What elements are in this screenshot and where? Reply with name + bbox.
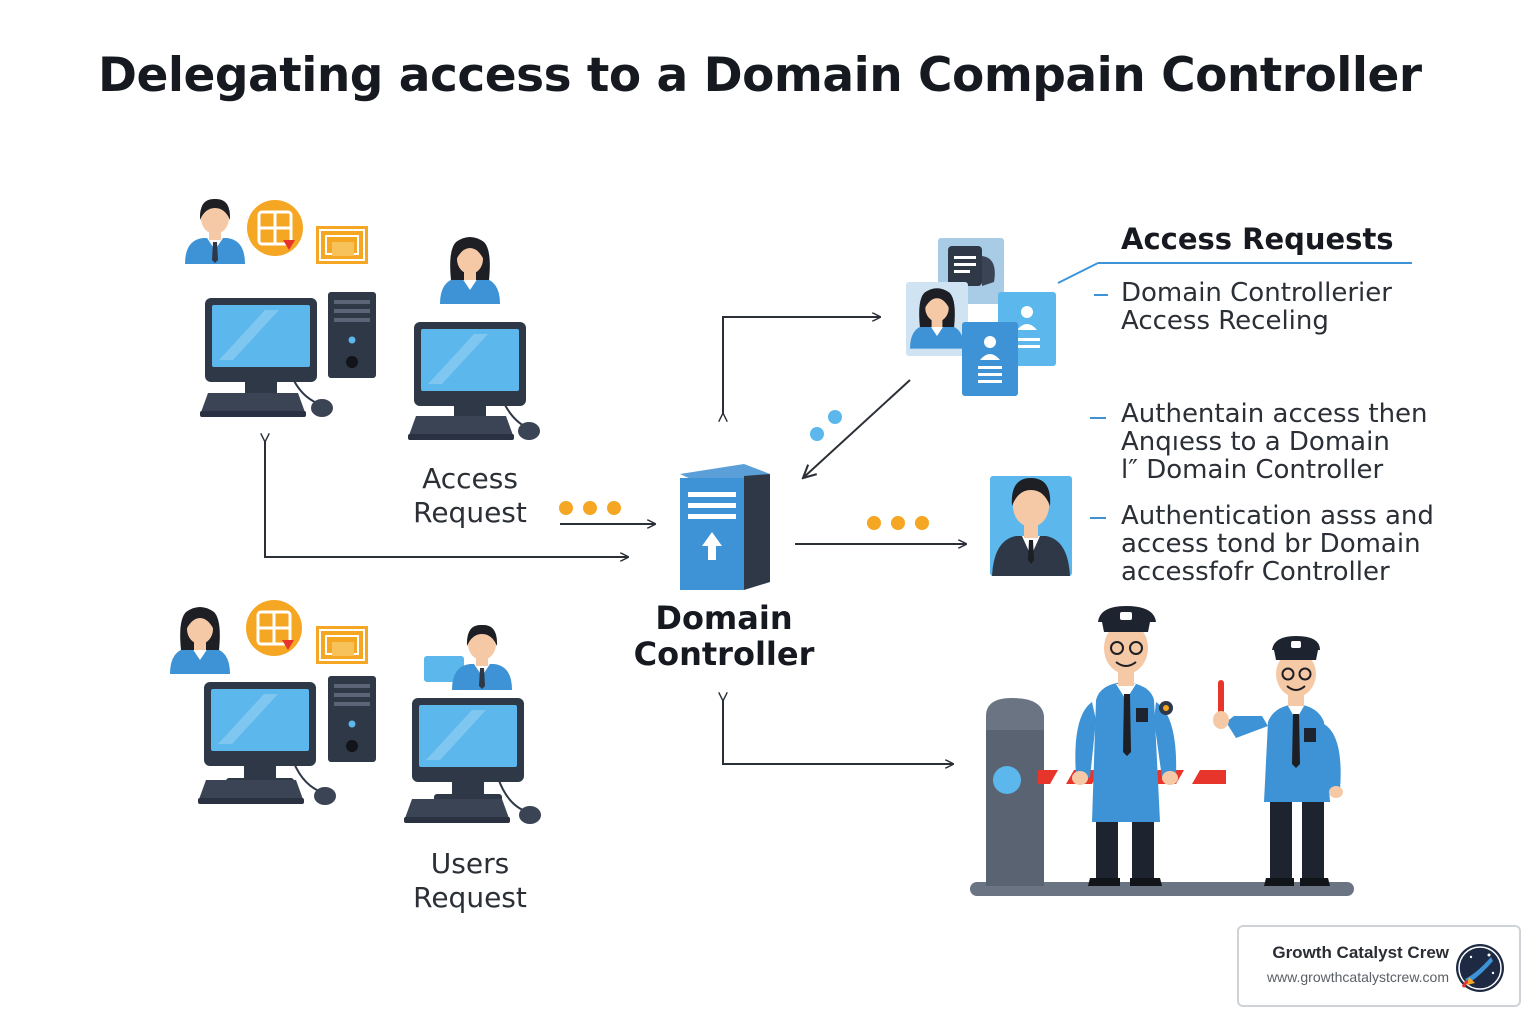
- computer-icon: [205, 298, 317, 402]
- window-icon: [244, 598, 304, 658]
- panel-item-line: access tond br Domain: [1121, 529, 1421, 559]
- mouse-icon: [311, 399, 333, 417]
- users-request-label: Users Request: [390, 847, 550, 915]
- folder-icon: [315, 225, 369, 265]
- domain-controller-label: Domain Controller: [616, 600, 832, 672]
- folder-icon: [315, 625, 369, 665]
- panel-lines: [1057, 262, 1412, 519]
- person-icon: [170, 607, 230, 674]
- arrow-icon: [803, 379, 911, 478]
- panel-item-line: Authentication asss and: [1121, 501, 1434, 531]
- domain-controller-server-icon: [680, 464, 770, 590]
- mouse-icon: [518, 422, 540, 440]
- panel-title: Access Requests: [1121, 222, 1394, 256]
- arrow-icon: [723, 317, 880, 414]
- computer-icon: [204, 682, 316, 786]
- rocket-logo-icon: [1456, 944, 1504, 992]
- person-icon: [440, 237, 500, 304]
- workstation-bottom-right: [404, 624, 541, 824]
- mouse-icon: [314, 787, 336, 805]
- person-icon: [185, 198, 245, 264]
- security-guard-icon: [1072, 606, 1178, 886]
- domain-controller-label-line1: Domain: [655, 599, 793, 637]
- computer-icon: [412, 698, 524, 802]
- panel-item: Authentain access then Anqıess to a Doma…: [1121, 400, 1428, 484]
- brand-url[interactable]: www.growthcatalystcrew.com: [1266, 969, 1449, 985]
- workstation-bottom-left: [170, 598, 376, 805]
- access-request-label: Access Request: [390, 462, 550, 530]
- panel-item-line: accessfofr Controller: [1121, 557, 1390, 587]
- flow-dots: [559, 410, 929, 530]
- panel-item-line: Domain Controllerier: [1121, 278, 1392, 308]
- access-request-label-line1: Access: [422, 462, 518, 495]
- arrow-icon: [265, 441, 628, 557]
- domain-controller-label-line2: Controller: [633, 635, 815, 673]
- panel-item: Domain Controllerier Access Receling: [1121, 279, 1392, 335]
- keyboard-icon: [200, 393, 306, 417]
- keyboard-icon: [408, 416, 514, 440]
- arrow-icon: [723, 700, 953, 764]
- access-request-label-line2: Request: [413, 496, 527, 529]
- page-title: Delegating access to a Domain Compain Co…: [98, 48, 1422, 103]
- workstation-top-left: [185, 198, 376, 417]
- brand-badge[interactable]: Growth Catalyst Crew www.growthcatalystc…: [1237, 925, 1521, 1007]
- workstation-top-right: [408, 237, 540, 440]
- panel-item: Authentication asss and access tond br D…: [1121, 502, 1434, 586]
- panel-item-line: l″ Domain Controller: [1121, 455, 1384, 485]
- mouse-icon: [519, 806, 541, 824]
- connectors: [265, 317, 966, 764]
- user-profile-icon: [990, 476, 1072, 576]
- brand-name: Growth Catalyst Crew: [1272, 943, 1449, 962]
- panel-item-line: Authentain access then: [1121, 399, 1428, 429]
- users-request-label-line2: Request: [413, 881, 527, 914]
- card-icon: [424, 656, 464, 682]
- access-documents-icon: [906, 238, 1056, 396]
- users-request-label-line1: Users: [430, 847, 510, 880]
- panel-item-line: Access Receling: [1121, 306, 1329, 336]
- window-icon: [245, 198, 305, 258]
- security-guard-icon: [1213, 636, 1343, 886]
- keyboard-icon: [404, 799, 510, 823]
- panel-item-line: Anqıess to a Domain: [1121, 427, 1390, 457]
- server-icon: [328, 676, 376, 762]
- keyboard-icon: [198, 780, 304, 804]
- server-icon: [328, 292, 376, 378]
